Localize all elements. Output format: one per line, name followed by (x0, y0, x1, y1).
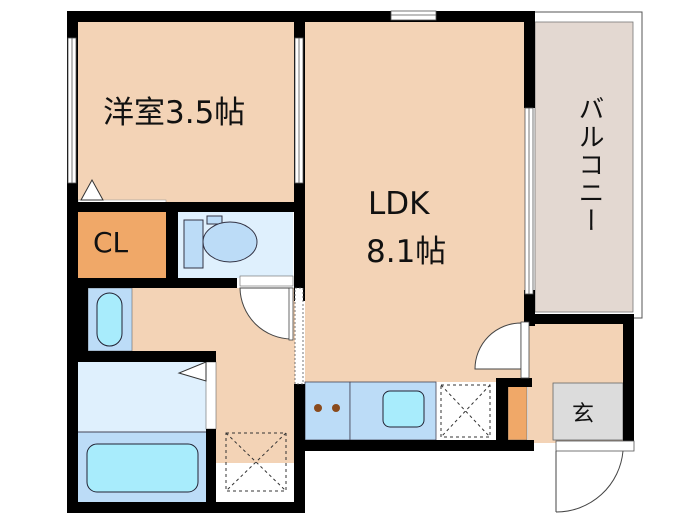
washer-space-cross-2 (225, 432, 287, 492)
windows (67, 10, 534, 295)
front-door-threshold (555, 440, 635, 452)
entrance-hall-door-leaf (520, 321, 530, 379)
front-door-arc (555, 450, 624, 513)
stove-burner-icon-1 (314, 404, 322, 412)
ldk-label-line2: 8.1帖 (366, 234, 447, 270)
closet-door-icon (80, 178, 104, 201)
washer-space-cross-1 (225, 432, 287, 492)
western-room-label: 洋室3.5帖 (103, 95, 246, 131)
balcony-floor (534, 21, 634, 313)
kitchen-sink-icon (382, 390, 425, 428)
washroom-door-leaf (288, 287, 294, 341)
bathroom-door-frame (205, 361, 217, 430)
toilet-door-gap (239, 275, 294, 287)
bathroom-door-icon (177, 361, 207, 382)
entrance-hall-door-swing (474, 322, 522, 370)
toilet-lid-icon (206, 215, 223, 225)
western-room-floor (78, 20, 298, 202)
bathtub-icon (86, 443, 199, 493)
hall-floor (216, 351, 298, 463)
entrance-floor (552, 382, 624, 441)
entrance-label: 玄 (572, 402, 595, 427)
kitchen-stove-counter (304, 381, 351, 441)
toilet-tank-icon (183, 219, 204, 269)
closet-floor (78, 212, 168, 278)
ldk-label-line1: LDK (368, 186, 430, 222)
stove-burner-icon-2 (332, 404, 340, 412)
washer-space-icon (225, 432, 287, 492)
toilet-bowl-icon (202, 221, 258, 263)
washbasin-bowl-icon (96, 292, 123, 347)
fridge-space-icon (440, 384, 491, 438)
closet-label: CL (93, 226, 129, 259)
balcony-label: バルコニー (574, 95, 604, 235)
sliding-door-hall-ldk (294, 287, 304, 385)
ldk-floor (305, 20, 525, 382)
shoe-cabinet (507, 385, 528, 441)
